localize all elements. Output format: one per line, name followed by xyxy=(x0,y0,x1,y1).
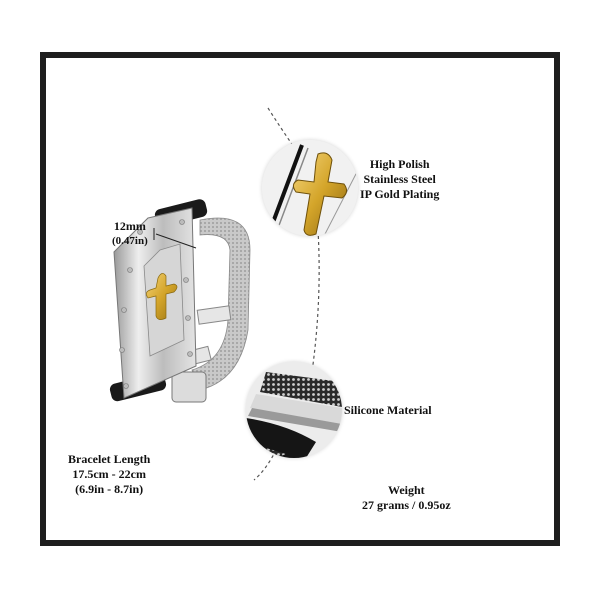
silicone-label: Silicone Material xyxy=(344,403,432,417)
bracelet-product-image xyxy=(109,199,251,403)
material-label: High Polish Stainless Steel IP Gold Plat… xyxy=(360,157,439,202)
gold-cross-closeup-icon xyxy=(262,140,358,236)
weight-label: Weight 27 grams / 0.95oz xyxy=(362,483,451,513)
weight-value: 27 grams / 0.95oz xyxy=(362,498,451,512)
material-line-2: Stainless Steel xyxy=(363,172,436,186)
length-title: Bracelet Length xyxy=(68,452,151,466)
length-metric: 17.5cm - 22cm xyxy=(72,467,146,481)
silicone-closeup-icon xyxy=(246,362,342,458)
width-imperial: (0.47in) xyxy=(112,235,148,247)
length-imperial: (6.9in - 8.7in) xyxy=(75,482,144,496)
material-line-1: High Polish xyxy=(369,157,430,171)
silicone-detail-callout xyxy=(246,362,342,458)
width-label: 12mm (0.47in) xyxy=(112,219,148,249)
material-line-3: IP Gold Plating xyxy=(360,187,440,201)
width-metric: 12mm xyxy=(113,219,146,233)
gold-cross-detail-callout xyxy=(262,140,358,236)
weight-title: Weight xyxy=(387,483,425,497)
length-label: Bracelet Length 17.5cm - 22cm (6.9in - 8… xyxy=(68,452,150,497)
